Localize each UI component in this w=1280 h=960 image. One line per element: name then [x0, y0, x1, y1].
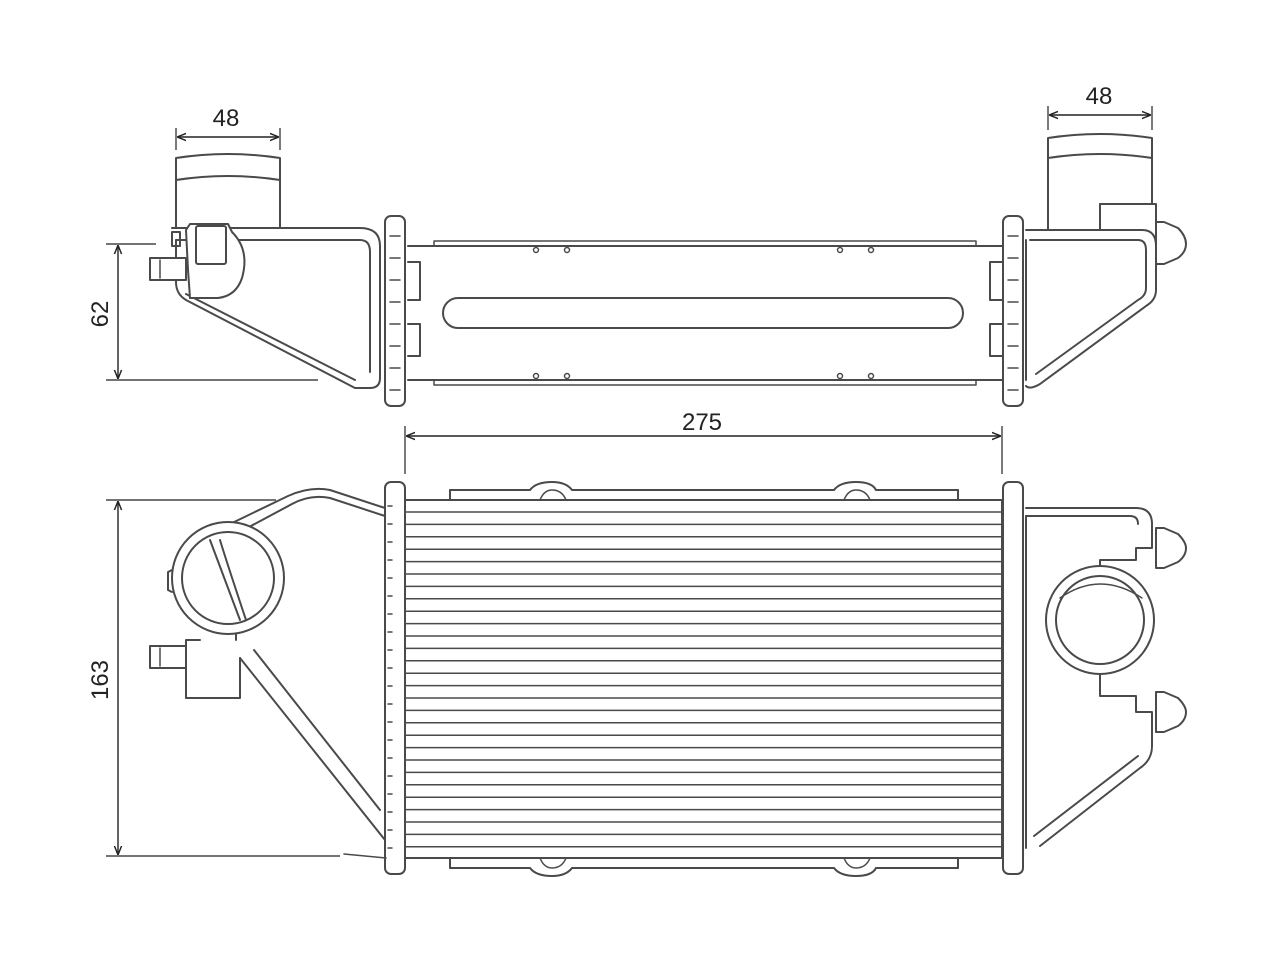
- top-left-header: [384, 215, 406, 407]
- dimension-front-view-height: 163: [87, 499, 340, 857]
- dimension-top-left-width: 48: [175, 105, 281, 150]
- top-right-pipe: [1047, 133, 1153, 231]
- top-left-tank: [149, 223, 381, 389]
- top-right-header: [1002, 215, 1024, 407]
- top-view: [149, 133, 1187, 407]
- dimension-core-width: 275: [404, 409, 1003, 474]
- top-left-pipe: [175, 153, 281, 229]
- front-left-header: [384, 481, 1021, 875]
- front-right-header: [1002, 481, 1024, 875]
- front-core: [404, 481, 1003, 877]
- core-fins: [404, 511, 1003, 848]
- front-view: [149, 481, 1187, 877]
- dimension-top-view-height: 62: [87, 243, 318, 381]
- dimension-label: 275: [682, 409, 722, 436]
- top-right-tank: [1025, 203, 1187, 389]
- dimension-label: 48: [213, 105, 240, 132]
- dimension-label: 62: [87, 301, 114, 328]
- dimension-label: 163: [87, 660, 114, 700]
- dimension-label: 48: [1086, 83, 1113, 110]
- front-right-tank: [1025, 507, 1187, 849]
- dimension-top-right-width: 48: [1047, 83, 1153, 130]
- front-left-tank: [149, 487, 387, 859]
- top-core: [407, 240, 1003, 386]
